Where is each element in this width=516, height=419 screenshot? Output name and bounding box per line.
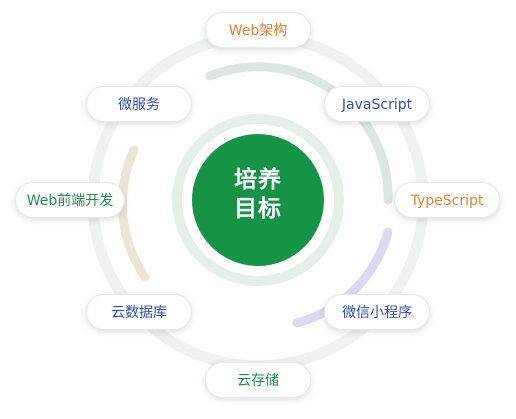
node-web-architecture[interactable]: Web架构 <box>205 12 311 48</box>
center-circle <box>192 134 324 266</box>
center-ring <box>172 114 344 286</box>
node-microservices[interactable]: 微服务 <box>86 86 192 122</box>
center-label: 培养 目标 <box>206 166 310 224</box>
node-javascript[interactable]: JavaScript <box>324 86 430 122</box>
center-label-line1: 培养 <box>234 167 282 193</box>
node-cloud-storage[interactable]: 云存储 <box>205 362 311 398</box>
node-wechat-mini-program[interactable]: 微信小程序 <box>324 294 430 330</box>
node-typescript[interactable]: TypeScript <box>394 182 500 218</box>
center-label-line2: 目标 <box>234 196 282 222</box>
node-cloud-database[interactable]: 云数据库 <box>86 294 192 330</box>
arc-tan <box>117 145 150 282</box>
node-web-frontend[interactable]: Web前端开发 <box>15 182 125 218</box>
arc-purple <box>292 227 393 328</box>
